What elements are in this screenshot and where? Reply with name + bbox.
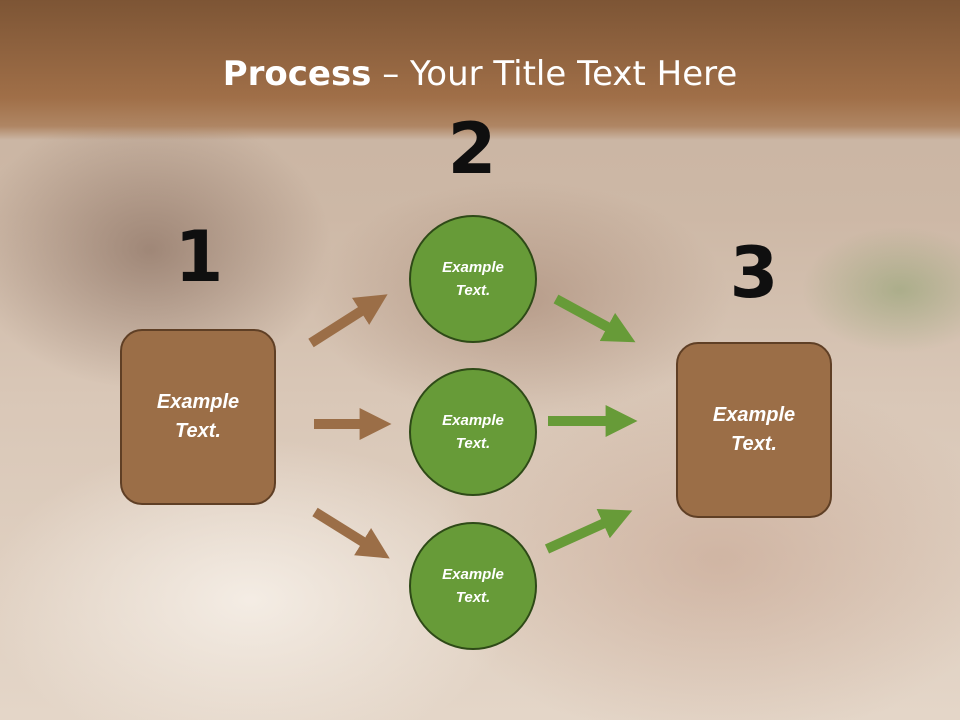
step-1-box: Example Text.	[120, 329, 276, 505]
step-number-1: 1	[174, 216, 224, 298]
title-rest: – Your Title Text Here	[371, 54, 738, 94]
step-2-circle-top: Example Text.	[409, 215, 537, 343]
step-2-circle-bottom-text: Example Text.	[442, 566, 504, 606]
step-2-circle-top-text: Example Text.	[442, 259, 504, 299]
arrow-brown-up	[308, 294, 388, 348]
slide-title: Process – Your Title Text Here	[0, 52, 960, 96]
step-1-text: Example Text.	[156, 391, 240, 442]
title-band	[0, 0, 960, 140]
step-number-2: 2	[447, 108, 497, 190]
step-2-circle-middle-text: Example Text.	[442, 412, 504, 452]
step-number-3: 3	[729, 232, 779, 314]
step-3-text: Example Text.	[712, 404, 796, 455]
arrow-brown-down	[312, 507, 390, 559]
step-3-box: Example Text.	[676, 342, 832, 518]
arrow-green-up	[544, 509, 633, 554]
step-2-circle-bottom: Example Text.	[409, 522, 537, 650]
step-2-circle-middle: Example Text.	[409, 368, 537, 496]
title-bold: Process	[222, 54, 372, 94]
arrow-green-down	[553, 294, 636, 343]
